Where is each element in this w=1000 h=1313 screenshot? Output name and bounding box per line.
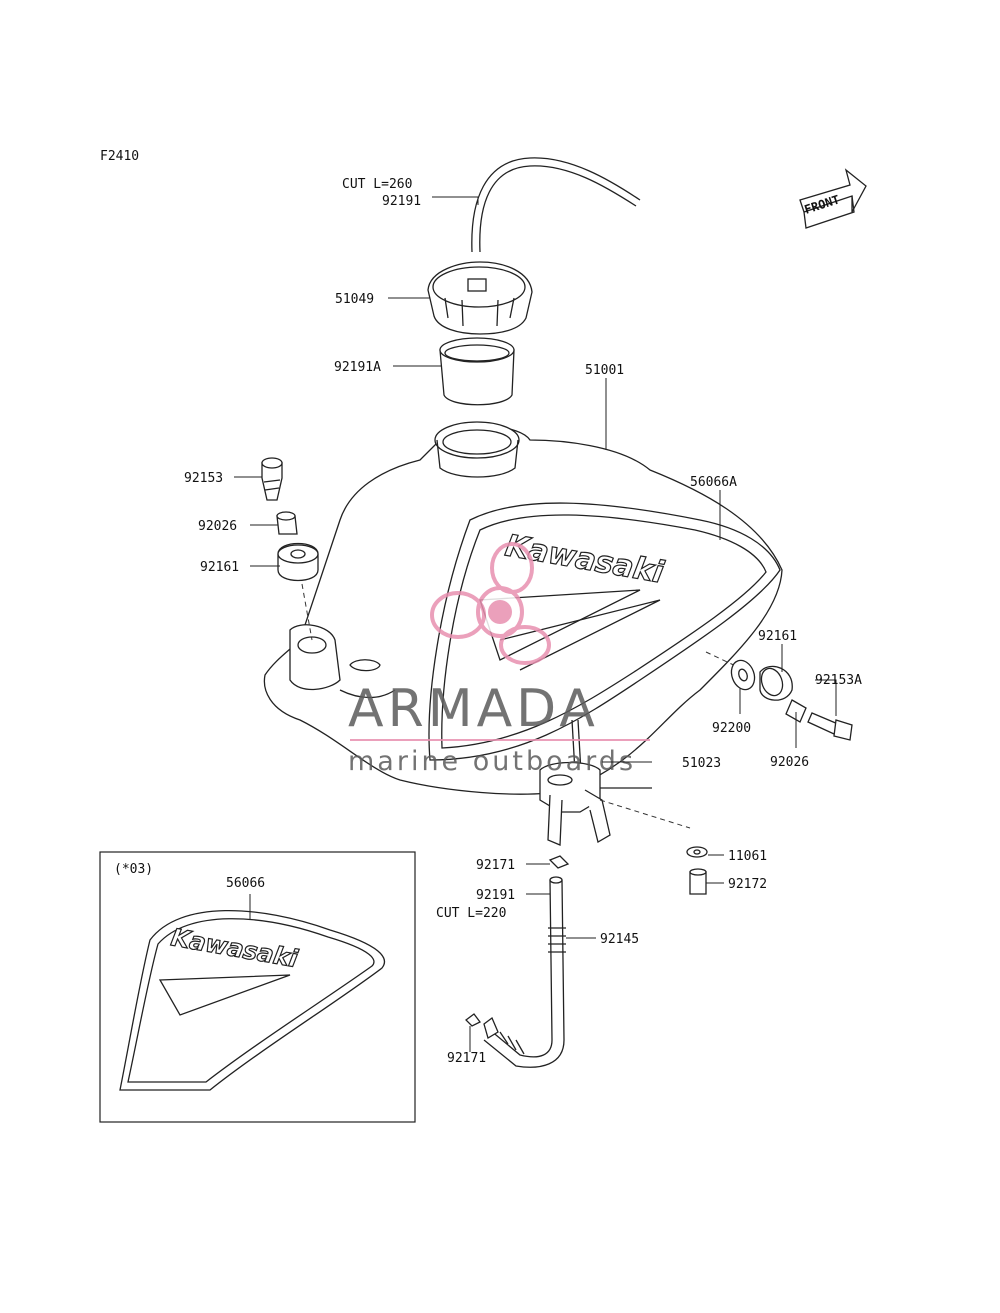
fuel-hose — [483, 876, 566, 1068]
callout-bolt-left: 92153 — [184, 471, 223, 486]
inset-box: (*03) Kawasaki — [99, 851, 416, 1123]
callout-cap: 51049 — [335, 292, 374, 307]
callout-fuel-hose: 92191 — [476, 888, 515, 903]
front-arrow-icon: FRONT — [799, 168, 867, 229]
callout-fuel-cut: CUT L=220 — [436, 906, 506, 921]
watermark-brand: ARMADA — [348, 679, 599, 739]
inset-title: (*03) — [114, 862, 153, 877]
inset-decal-brand: Kawasaki — [169, 923, 301, 973]
callout-damper-right: 92161 — [758, 629, 797, 644]
callout-vent-hose: 92191 — [382, 194, 421, 209]
callout-collar-right: 92026 — [770, 755, 809, 770]
clip-washer — [686, 846, 708, 858]
watermark-tagline: marine outboards — [348, 746, 636, 777]
cap-gasket — [439, 337, 515, 406]
watermark: ARMADA marine outboards — [348, 542, 650, 777]
drain-screw — [689, 868, 707, 895]
fuel-cap — [427, 261, 533, 335]
fuel-cock — [539, 719, 691, 846]
callout-cap-gasket: 92191A — [334, 360, 381, 375]
figure-id: F2410 — [100, 149, 139, 164]
propeller-logo-icon — [430, 542, 551, 665]
clamp-bottom — [465, 1013, 481, 1027]
callout-washer: 92200 — [712, 721, 751, 736]
leader-lines — [234, 196, 837, 1052]
callout-tank: 51001 — [585, 363, 624, 378]
clamp-top — [548, 855, 570, 869]
callout-collar-left: 92026 — [198, 519, 237, 534]
vent-hose — [471, 157, 641, 253]
callout-damper-left: 92161 — [200, 560, 239, 575]
left-mount-parts — [261, 457, 319, 641]
callout-clamp-top: 92171 — [476, 858, 515, 873]
callout-vent-cut: CUT L=260 — [342, 177, 412, 192]
callout-pipe: 92145 — [600, 932, 639, 947]
callout-clamp-bottom: 92171 — [447, 1051, 486, 1066]
callout-decal-tank: 56066A — [690, 475, 737, 490]
callout-bolt-right: 92153A — [815, 673, 862, 688]
callout-fuel-cock: 51023 — [682, 756, 721, 771]
callout-screw: 92172 — [728, 877, 767, 892]
right-mount-parts — [705, 651, 853, 741]
callout-decal-inset: 56066 — [226, 876, 265, 891]
callout-clip-washer: 11061 — [728, 849, 767, 864]
